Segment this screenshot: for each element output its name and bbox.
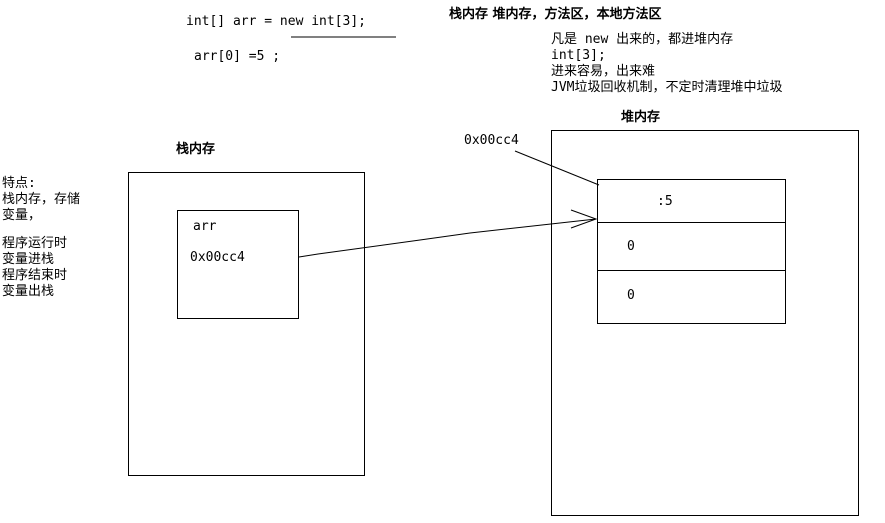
features-line: [2, 224, 80, 236]
heap-cell-value: 0: [627, 239, 635, 254]
heap-address-label: 0x00cc4: [464, 133, 519, 148]
heap-memory-box: [551, 130, 859, 516]
heap-array-cell: [597, 179, 786, 223]
notes-line: JVM垃圾回收机制，不定时清理堆中垃圾: [551, 80, 783, 95]
features-line: 变量，: [2, 208, 42, 223]
notes-line: 凡是 new 出来的，都进堆内存: [551, 32, 734, 47]
features-line: 程序运行时: [2, 236, 68, 251]
features-line: 变量进栈: [2, 252, 55, 267]
features-list: 特点: 栈内存，存储 变量， 程序运行时 变量进栈 程序结束时 变量出栈: [2, 176, 80, 300]
stack-variable-box: [177, 210, 299, 319]
features-line: 程序结束时: [2, 268, 68, 283]
heap-array-cell: [597, 222, 786, 271]
code-line-assignment: arr[0] =5 ;: [194, 49, 281, 64]
heap-cell-value: :5: [657, 194, 673, 209]
notes-list: 凡是 new 出来的，都进堆内存 int[3]; 进来容易，出来难 JVM垃圾回…: [551, 32, 782, 96]
code-line-declaration: int[] arr = new int[3];: [186, 14, 367, 29]
stack-variable-name: arr: [193, 219, 217, 234]
features-line: 栈内存，存储: [2, 192, 81, 207]
stack-title: 栈内存: [176, 142, 216, 157]
heap-cell-value: 0: [627, 288, 635, 303]
features-line: 变量出栈: [2, 284, 55, 299]
notes-line: int[3];: [551, 48, 606, 63]
stack-memory-box: [128, 172, 365, 476]
heap-array-cell: [597, 270, 786, 324]
stack-variable-value: 0x00cc4: [190, 250, 245, 265]
heap-title: 堆内存: [621, 110, 661, 125]
features-line: 特点:: [2, 176, 36, 191]
notes-line: 进来容易，出来难: [551, 64, 656, 79]
notes-heading: 栈内存 堆内存，方法区，本地方法区: [449, 7, 662, 22]
